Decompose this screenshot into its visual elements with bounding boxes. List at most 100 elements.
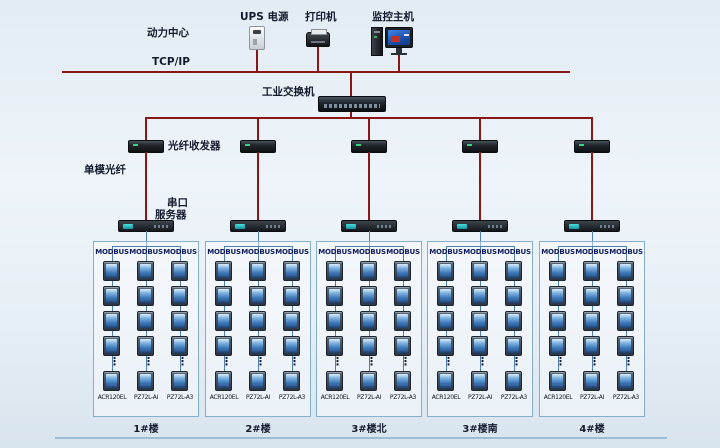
meter-icon bbox=[249, 336, 266, 356]
column-ellipsis: ⋮ bbox=[289, 355, 300, 368]
meter-model-label: ACR120EL bbox=[543, 394, 573, 401]
meter-model-label: PZ72L-A3 bbox=[389, 394, 417, 401]
meter-icon bbox=[394, 286, 411, 306]
fiber-line bbox=[257, 152, 259, 221]
server-drop-line bbox=[480, 231, 481, 246]
meter-icon bbox=[617, 371, 634, 391]
printer-label: 打印机 bbox=[305, 11, 337, 23]
fiber-line bbox=[479, 152, 481, 221]
fiber-line bbox=[591, 152, 593, 221]
meter-icon bbox=[103, 336, 120, 356]
meter-icon bbox=[103, 311, 120, 331]
meter-icon bbox=[583, 336, 600, 356]
fiber-line bbox=[368, 152, 370, 221]
meter-icon bbox=[171, 311, 188, 331]
group-drop-line bbox=[368, 118, 370, 141]
meter-icon bbox=[326, 286, 343, 306]
monitor-base bbox=[391, 53, 407, 55]
modbus-label: MODBUS bbox=[241, 248, 275, 256]
meter-icon bbox=[360, 261, 377, 281]
meter-icon bbox=[617, 286, 634, 306]
tcpip-bus-line bbox=[62, 71, 570, 73]
meter-icon bbox=[394, 371, 411, 391]
server-drop-line bbox=[258, 231, 259, 246]
meter-icon bbox=[583, 371, 600, 391]
group-name-label: 3#楼北 bbox=[351, 424, 387, 435]
modbus-label: MODBUS bbox=[497, 248, 531, 256]
monitor-stand bbox=[396, 48, 402, 53]
fiber-transceiver-label: 光纤收发器 bbox=[168, 140, 221, 152]
modbus-label: MODBUS bbox=[163, 248, 197, 256]
meter-icon bbox=[171, 371, 188, 391]
meter-icon bbox=[549, 336, 566, 356]
meter-model-label: PZ72L-AI bbox=[356, 394, 382, 401]
column-ellipsis: ⋮ bbox=[143, 355, 154, 368]
modbus-label: MODBUS bbox=[609, 248, 643, 256]
meter-icon bbox=[394, 261, 411, 281]
host-drop-line bbox=[398, 55, 400, 71]
meter-icon bbox=[249, 261, 266, 281]
serial-server-label-1: 串口 bbox=[167, 197, 188, 209]
meter-icon bbox=[505, 336, 522, 356]
meter-model-label: PZ72L-A3 bbox=[612, 394, 640, 401]
meter-icon bbox=[583, 286, 600, 306]
modbus-label: MODBUS bbox=[207, 248, 241, 256]
meter-icon bbox=[283, 336, 300, 356]
meter-icon bbox=[471, 261, 488, 281]
meter-model-label: PZ72L-AI bbox=[245, 394, 271, 401]
meter-model-label: PZ72L-A3 bbox=[166, 394, 194, 401]
single-mode-fiber-label: 单模光纤 bbox=[84, 164, 126, 176]
column-ellipsis: ⋮ bbox=[177, 355, 188, 368]
modbus-label: MODBUS bbox=[129, 248, 163, 256]
printer-drop-line bbox=[317, 47, 319, 71]
column-ellipsis: ⋮ bbox=[589, 355, 600, 368]
meter-model-label: PZ72L-AI bbox=[133, 394, 159, 401]
meter-model-label: PZ72L-AI bbox=[579, 394, 605, 401]
meter-icon bbox=[549, 311, 566, 331]
printer-icon bbox=[306, 29, 330, 47]
meter-icon bbox=[583, 261, 600, 281]
meter-icon bbox=[171, 261, 188, 281]
meter-icon bbox=[437, 286, 454, 306]
meter-icon bbox=[360, 336, 377, 356]
group-name-label: 4#楼 bbox=[579, 424, 605, 435]
meter-model-label: PZ72L-AI bbox=[467, 394, 493, 401]
bottom-frame-line bbox=[55, 437, 667, 439]
meter-icon bbox=[505, 311, 522, 331]
meter-icon bbox=[215, 336, 232, 356]
meter-icon bbox=[326, 371, 343, 391]
meter-icon bbox=[249, 311, 266, 331]
column-ellipsis: ⋮ bbox=[332, 355, 343, 368]
column-ellipsis: ⋮ bbox=[366, 355, 377, 368]
meter-icon bbox=[103, 286, 120, 306]
meter-model-label: ACR120EL bbox=[97, 394, 127, 401]
meter-icon bbox=[103, 371, 120, 391]
meter-icon bbox=[437, 336, 454, 356]
modbus-label: MODBUS bbox=[352, 248, 386, 256]
meter-icon bbox=[360, 286, 377, 306]
group-name-label: 3#楼南 bbox=[462, 424, 498, 435]
meter-icon bbox=[617, 261, 634, 281]
meter-icon bbox=[283, 311, 300, 331]
meter-icon bbox=[283, 286, 300, 306]
server-drop-line bbox=[369, 231, 370, 246]
meter-model-label: ACR120EL bbox=[431, 394, 461, 401]
server-drop-line bbox=[592, 231, 593, 246]
group-drop-line bbox=[591, 118, 593, 141]
column-ellipsis: ⋮ bbox=[400, 355, 411, 368]
column-ellipsis: ⋮ bbox=[555, 355, 566, 368]
meter-icon bbox=[471, 311, 488, 331]
group-name-label: 2#楼 bbox=[245, 424, 271, 435]
meter-icon bbox=[583, 311, 600, 331]
column-ellipsis: ⋮ bbox=[255, 355, 266, 368]
group-drop-line bbox=[145, 118, 147, 141]
meter-icon bbox=[215, 286, 232, 306]
serial-server-label-2: 服务器 bbox=[155, 209, 187, 221]
group-drop-line bbox=[479, 118, 481, 141]
meter-icon bbox=[437, 311, 454, 331]
meter-icon bbox=[249, 371, 266, 391]
column-ellipsis: ⋮ bbox=[443, 355, 454, 368]
meter-icon bbox=[171, 336, 188, 356]
meter-icon bbox=[137, 286, 154, 306]
modbus-label: MODBUS bbox=[386, 248, 420, 256]
